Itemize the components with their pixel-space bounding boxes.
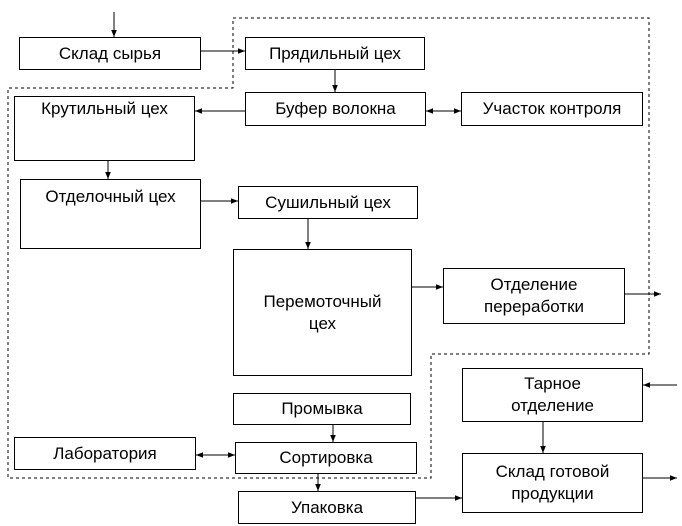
finishing-shop-label: Отделочный цех (45, 187, 176, 206)
container-department-box: Тарное отделение (462, 368, 643, 422)
finishing-shop-box: Отделочный цех (20, 179, 201, 249)
packing-label: Упаковка (290, 497, 364, 517)
rewinding-shop-label: Перемоточный цех (263, 291, 382, 333)
sorting-box: Сортировка (235, 442, 417, 474)
spinning-shop-box: Прядильный цех (245, 37, 425, 70)
raw-warehouse-label: Склад сырья (58, 43, 162, 63)
twisting-shop-box: Крутильный цех (14, 96, 195, 161)
control-section-label: Участок контроля (482, 99, 622, 118)
laboratory-box: Лаборатория (14, 437, 196, 470)
fiber-buffer-label: Буфер волокна (275, 99, 396, 118)
processing-department-label: Отделение переработки (483, 275, 585, 316)
raw-warehouse-box: Склад сырья (19, 37, 201, 70)
packing-box: Упаковка (238, 491, 416, 524)
washing-label: Промывка (281, 399, 363, 418)
processing-department-box: Отделение переработки (443, 268, 625, 324)
fiber-buffer-box: Буфер волокна (245, 92, 426, 126)
finished-goods-warehouse-label: Склад готовой продукции (495, 462, 610, 503)
spinning-shop-label: Прядильный цех (269, 43, 401, 63)
control-section-box: Участок контроля (461, 92, 643, 126)
finished-goods-warehouse-box: Склад готовой продукции (462, 453, 643, 513)
rewinding-shop-box: Перемоточный цех (233, 249, 412, 376)
twisting-shop-label: Крутильный цех (41, 99, 168, 118)
production-boundary (7, 17, 650, 479)
container-department-label: Тарное отделение (511, 374, 594, 415)
drying-shop-label: Сушильный цех (265, 192, 391, 212)
drying-shop-box: Сушильный цех (238, 186, 418, 219)
laboratory-label: Лаборатория (53, 443, 157, 463)
washing-box: Промывка (233, 393, 411, 425)
sorting-label: Сортировка (279, 448, 373, 467)
